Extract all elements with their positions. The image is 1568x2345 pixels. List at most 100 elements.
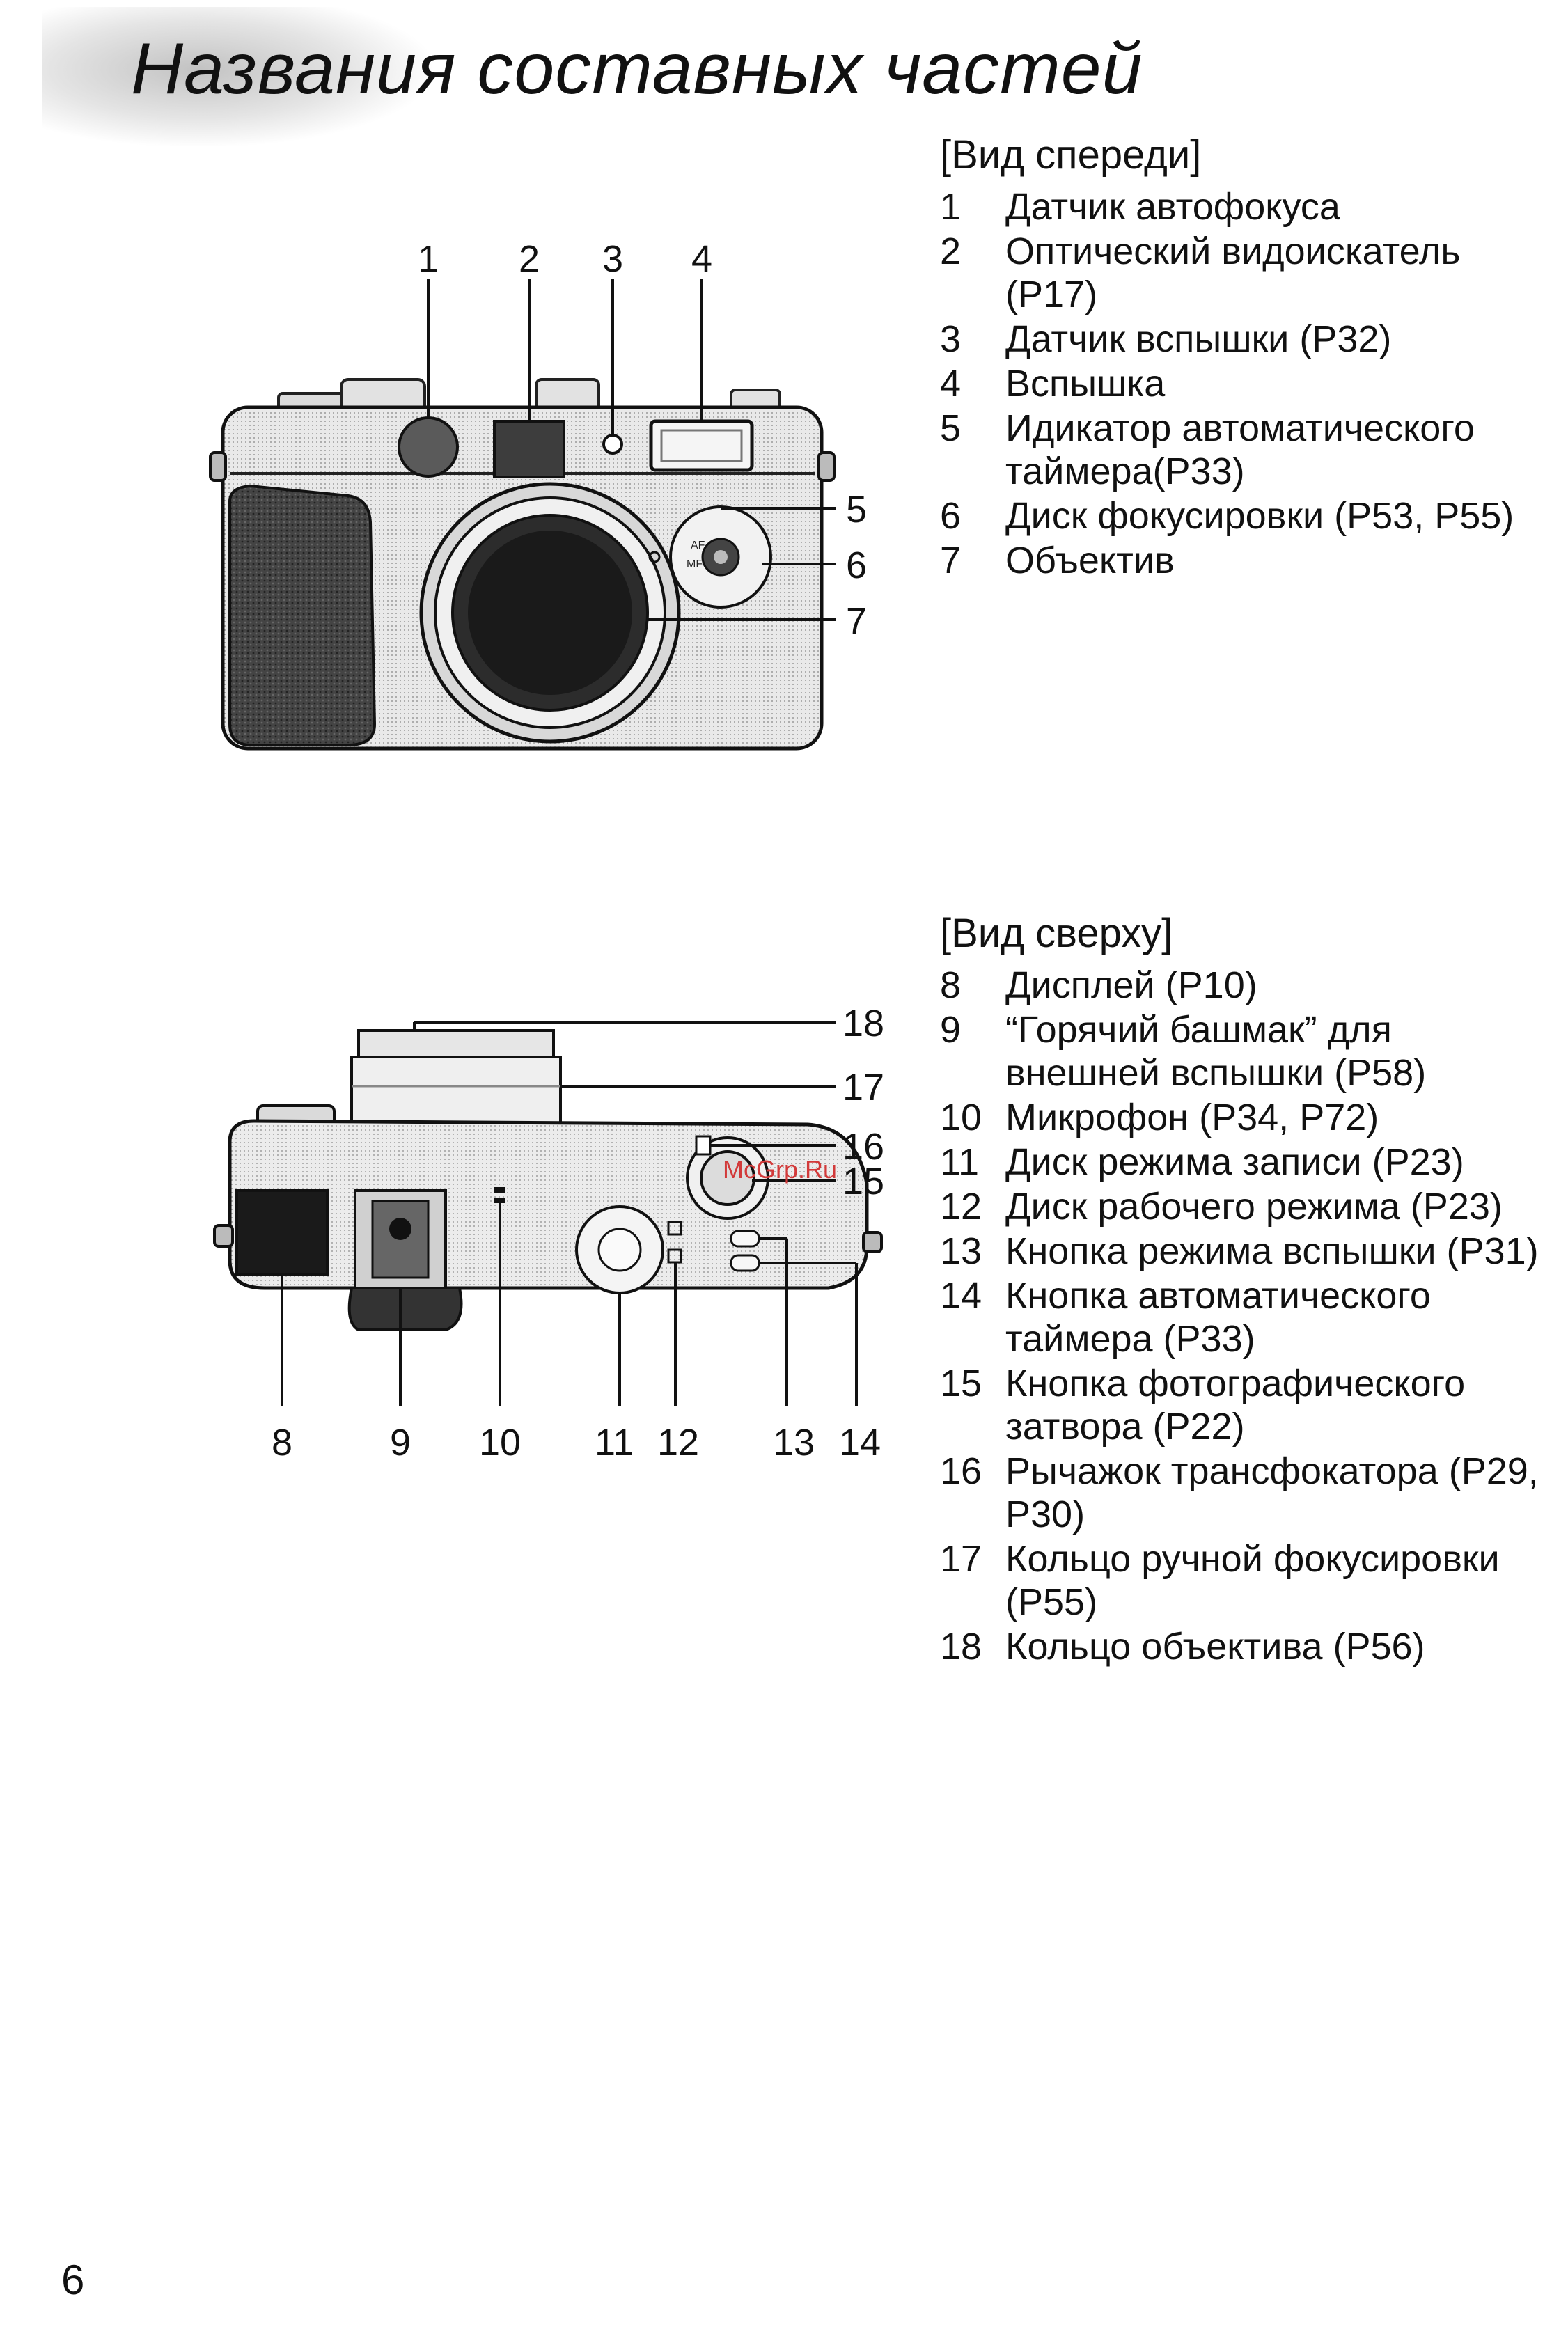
list-item: 8 Дисплей (P10) — [940, 964, 1553, 1007]
callout-number: 9 — [390, 1422, 411, 1464]
item-number: 10 — [940, 1097, 982, 1138]
item-number: 8 — [940, 964, 962, 1006]
item-number: 7 — [940, 540, 962, 581]
callout-number: 5 — [846, 489, 867, 531]
manual-focus-ring — [350, 1056, 562, 1128]
item-text: Кнопка фотографического затвора (P22) — [1005, 1363, 1466, 1448]
item-number: 16 — [940, 1450, 982, 1492]
callout-number: 7 — [846, 600, 867, 642]
list-item: 12 Диск рабочего режима (P23) — [940, 1185, 1553, 1228]
callout-number: 4 — [691, 238, 712, 280]
flash-mode-button — [730, 1230, 760, 1248]
item-text: Диск рабочего режима (P23) — [1005, 1186, 1503, 1228]
list-item: 11 Диск режима записи (P23) — [940, 1140, 1553, 1184]
svg-text:MF: MF — [687, 558, 703, 570]
grip — [228, 484, 377, 746]
list-item: 3 Датчик вспышки (P32) — [940, 317, 1553, 361]
item-number: 5 — [940, 407, 962, 449]
item-text: Оптический видоискатель (P17) — [1005, 230, 1461, 315]
af-sensor — [398, 416, 459, 478]
top-view-legend: [Вид сверху] 8 Дисплей (P10) 9 “Горячий ба… — [940, 909, 1553, 1670]
item-number: 11 — [940, 1141, 980, 1183]
item-number: 14 — [940, 1275, 982, 1317]
callout-number: 11 — [595, 1422, 634, 1464]
self-timer-button — [730, 1254, 760, 1272]
callout-number: 16 — [842, 1126, 884, 1168]
list-item: 16 Рычажок трансфокатора (P29, P30) — [940, 1450, 1553, 1536]
callout-number: 3 — [602, 238, 623, 280]
item-text: Кнопка режима вспышки (P31) — [1005, 1230, 1539, 1272]
item-text: Рычажок трансфокатора (P29, P30) — [1005, 1450, 1539, 1535]
item-text: Кольцо ручной фокусировки (P55) — [1005, 1538, 1500, 1623]
item-text: Диск режима записи (P23) — [1005, 1141, 1464, 1183]
top-view-heading: [Вид сверху] — [940, 911, 1173, 956]
svg-text:AF: AF — [691, 540, 705, 551]
callout-number: 13 — [773, 1422, 815, 1464]
list-item: 14 Кнопка автоматического таймера (P33) — [940, 1274, 1553, 1360]
item-number: 9 — [940, 1009, 962, 1051]
list-item: 6 Диск фокусировки (P53, P55) — [940, 494, 1553, 538]
callout-number: 18 — [842, 1003, 884, 1044]
callout-number: 8 — [272, 1422, 292, 1464]
callout-number: 14 — [839, 1422, 881, 1464]
list-item: 15 Кнопка фотографического затвора (P22) — [940, 1362, 1553, 1448]
item-number: 13 — [940, 1230, 982, 1272]
item-text: Дисплей (P10) — [1005, 964, 1257, 1006]
item-number: 6 — [940, 495, 962, 537]
front-view-legend: [Вид спереди] 1 Датчик автофокуса 2 Оптиче… — [940, 131, 1553, 583]
list-item: 1 Датчик автофокуса — [940, 185, 1553, 228]
item-text: Идикатор автоматического таймера(P33) — [1005, 407, 1475, 492]
working-mode-dial — [667, 1221, 682, 1236]
viewfinder-window — [493, 420, 565, 478]
list-item: 5 Идикатор автоматического таймера(P33) — [940, 407, 1553, 493]
list-item: 17 Кольцо ручной фокусировки (P55) — [940, 1537, 1553, 1624]
item-number: 3 — [940, 318, 962, 360]
top-display — [235, 1189, 329, 1276]
item-text: Датчик автофокуса — [1005, 186, 1340, 228]
callout-number: 17 — [842, 1067, 884, 1108]
flash-sensor — [602, 434, 623, 455]
strap-lug-left — [209, 451, 227, 482]
microphone — [494, 1187, 505, 1193]
front-leader-lines — [427, 279, 836, 621]
item-number: 15 — [940, 1363, 982, 1404]
camera-top-illustration: 8 9 10 11 12 13 14 15 16 17 18 McGrp.Ru — [213, 1003, 884, 1464]
list-item: 4 Вспышка — [940, 362, 1553, 405]
item-text: “Горячий башмак” для внешней вспышки (P5… — [1005, 1009, 1427, 1094]
page-title: Названия составных частей — [131, 29, 1143, 109]
item-text: Объектив — [1005, 540, 1175, 581]
grip-underside — [347, 1287, 463, 1331]
item-number: 4 — [940, 363, 962, 405]
list-item: 2 Оптический видоискатель (P17) — [940, 230, 1553, 316]
item-number: 1 — [940, 186, 962, 228]
item-text: Датчик вспышки (P32) — [1005, 318, 1392, 360]
item-text: Вспышка — [1005, 363, 1166, 405]
page-number: 6 — [61, 2257, 85, 2303]
title-background-smudge — [42, 7, 432, 146]
camera-front-illustration: AF MF 1 2 3 4 5 6 7 — [209, 238, 867, 751]
item-number: 12 — [940, 1186, 982, 1228]
shutter-button — [700, 1150, 755, 1206]
front-parts-list: 1 Датчик автофокуса 2 Оптический видоискат… — [940, 185, 1553, 582]
watermark: McGrp.Ru — [723, 1155, 837, 1184]
callout-number: 15 — [842, 1161, 884, 1202]
front-view-heading: [Вид спереди] — [940, 132, 1202, 178]
top-parts-list: 8 Дисплей (P10) 9 “Горячий башмак” для вне… — [940, 964, 1553, 1668]
callout-number: 10 — [479, 1422, 521, 1464]
flash-window — [649, 419, 754, 472]
lens-ring — [357, 1029, 555, 1060]
list-item: 9 “Горячий башмак” для внешней вспышки (P… — [940, 1008, 1553, 1095]
callout-number: 12 — [657, 1422, 699, 1464]
list-item: 13 Кнопка режима вспышки (P31) — [940, 1230, 1553, 1273]
item-number: 2 — [940, 230, 962, 272]
item-text: Кольцо объектива (P56) — [1005, 1626, 1425, 1668]
callout-number: 2 — [519, 238, 540, 280]
callout-number: 6 — [846, 544, 867, 586]
item-text: Кнопка автоматического таймера (P33) — [1005, 1275, 1431, 1360]
item-number: 17 — [940, 1538, 982, 1580]
item-text: Диск фокусировки (P53, P55) — [1005, 495, 1514, 537]
top-leader-lines — [281, 1021, 858, 1406]
strap-lug-right — [817, 451, 836, 482]
